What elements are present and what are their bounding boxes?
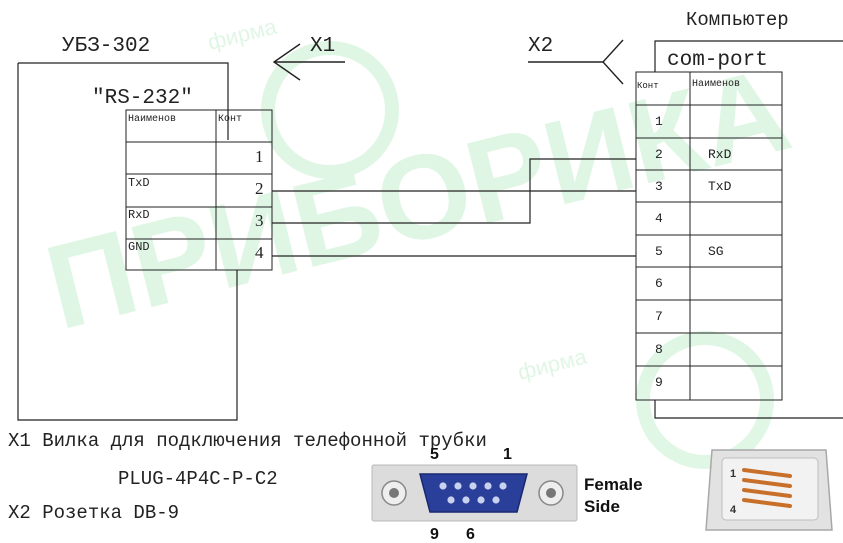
device-row-pin: 2 — [255, 179, 264, 198]
watermark-sub: фирма — [205, 13, 280, 54]
computer-row-pin: 7 — [655, 309, 663, 324]
rj-pin-label: 1 — [730, 468, 736, 480]
db9-side-label: Side — [584, 497, 620, 516]
device-row-pin: 1 — [255, 147, 264, 166]
device-block: УБЗ-302 "RS-232" Наименов Конт TxD RxD G… — [17, 35, 273, 421]
device-port-label: "RS-232" — [92, 87, 193, 110]
rj-pin-label: 4 — [730, 504, 737, 516]
db9-side-label: Female — [584, 475, 643, 494]
computer-col-pin: Конт — [637, 81, 659, 91]
legend: X1 Вилка для подключения телефонной труб… — [8, 430, 487, 524]
computer-row-pin: 4 — [655, 211, 663, 226]
device-col-name: Наименов — [128, 114, 176, 125]
connector-x1: X1 — [272, 35, 345, 81]
computer-block: Компьютер com-port Конт Наименов 1 2 3 4… — [635, 9, 843, 419]
device-table-frame — [125, 109, 273, 271]
device-row-pin: 4 — [255, 243, 264, 262]
rj-plug-image: 1 4 — [705, 449, 833, 531]
db9-pin-label: 5 — [430, 446, 439, 463]
computer-table-frame — [635, 71, 783, 401]
db9-pin-label: 1 — [503, 446, 512, 463]
db9-pin-label: 6 — [466, 526, 475, 543]
computer-row-name: TxD — [708, 179, 732, 194]
computer-outline-top — [654, 40, 843, 72]
rj-plug-contacts — [742, 468, 792, 508]
computer-row-pin: 9 — [655, 375, 663, 390]
db9-pin-label: 9 — [430, 526, 439, 543]
legend-x1: X1 Вилка для подключения телефонной труб… — [8, 430, 487, 452]
computer-row-name: RxD — [708, 147, 732, 162]
connector-x2: X2 — [528, 35, 624, 85]
device-row-pin: 3 — [255, 211, 264, 230]
device-pin-table — [125, 109, 273, 271]
legend-x2: X2 Розетка DB-9 — [8, 502, 179, 524]
legend-x1-part: PLUG-4P4C-P-C2 — [118, 468, 278, 490]
device-row-name: GND — [128, 240, 150, 254]
computer-row-pin: 5 — [655, 244, 663, 259]
device-title: УБЗ-302 — [62, 35, 150, 58]
wires — [272, 158, 636, 257]
computer-row-pin: 1 — [655, 114, 663, 129]
computer-pin-table — [635, 71, 783, 401]
device-row-name: RxD — [128, 208, 150, 222]
device-outline — [17, 63, 238, 421]
db9-connector-image: 5 1 9 6 Female Side — [363, 446, 673, 543]
device-col-pin: Конт — [218, 114, 242, 125]
watermark: ПРИБОРИКА фирма фирма — [34, 13, 802, 469]
connector-x2-socket — [602, 39, 624, 85]
computer-row-pin: 8 — [655, 342, 663, 357]
connector-x1-label: X1 — [310, 35, 335, 58]
db9-pin-holes — [439, 482, 507, 504]
computer-title: Компьютер — [686, 9, 789, 31]
computer-row-pin: 3 — [655, 179, 663, 194]
rj-plug-window — [721, 457, 819, 521]
computer-col-name: Наименов — [692, 79, 740, 90]
db9-screw-right-hole — [546, 488, 556, 498]
computer-row-pin: 2 — [655, 147, 663, 162]
device-outline-top — [18, 62, 229, 140]
db9-screw-left-hole — [389, 488, 399, 498]
computer-row-pin: 6 — [655, 276, 663, 291]
db9-shell — [419, 473, 528, 513]
connector-x2-label: X2 — [528, 35, 553, 58]
computer-outline-bottom — [654, 400, 843, 419]
computer-port-label: com-port — [667, 49, 768, 72]
device-row-name: TxD — [128, 176, 150, 190]
watermark-sub: фирма — [515, 343, 590, 384]
wire-rxd-to-rxd — [272, 158, 636, 224]
computer-row-name: SG — [708, 244, 724, 259]
